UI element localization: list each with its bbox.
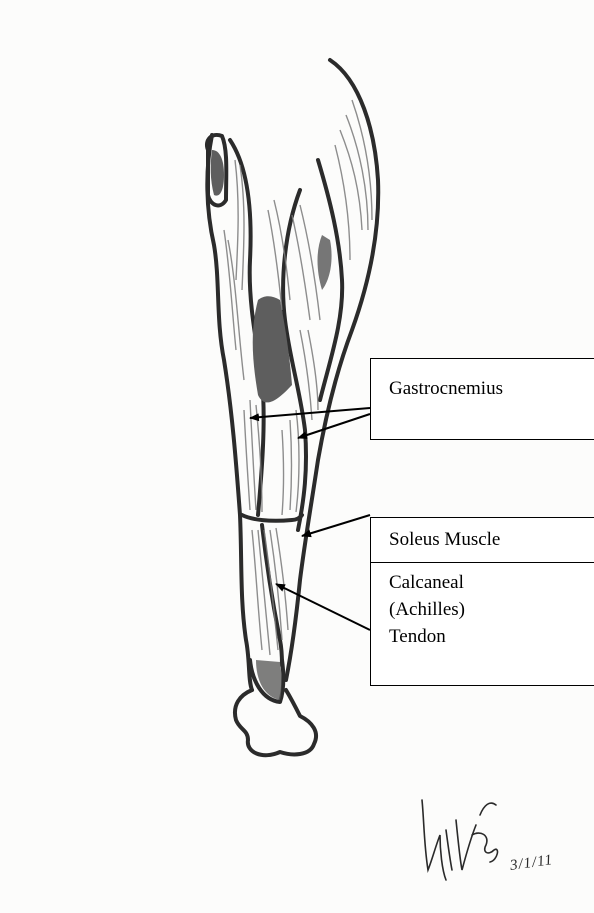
dark-shading — [211, 150, 332, 700]
leg-outline — [207, 60, 378, 755]
arrow-gastrocnemius-left — [250, 408, 370, 418]
signature-mark — [422, 800, 497, 880]
label-soleus-text: Soleus Muscle — [389, 526, 594, 553]
label-soleus-muscle: Soleus Muscle — [370, 517, 594, 565]
label-calcaneal-line-3: Tendon — [389, 623, 594, 650]
label-calcaneal-line-1: Calcaneal — [389, 569, 594, 596]
label-calcaneal-tendon: Calcaneal (Achilles) Tendon — [370, 562, 594, 686]
label-gastrocnemius: Gastrocnemius — [370, 358, 594, 440]
arrow-soleus — [302, 515, 370, 536]
label-calcaneal-line-2: (Achilles) — [389, 596, 594, 623]
arrow-gastrocnemius-right — [298, 414, 370, 438]
arrow-calcaneal-tendon — [276, 584, 370, 630]
label-gastrocnemius-text: Gastrocnemius — [389, 375, 594, 402]
